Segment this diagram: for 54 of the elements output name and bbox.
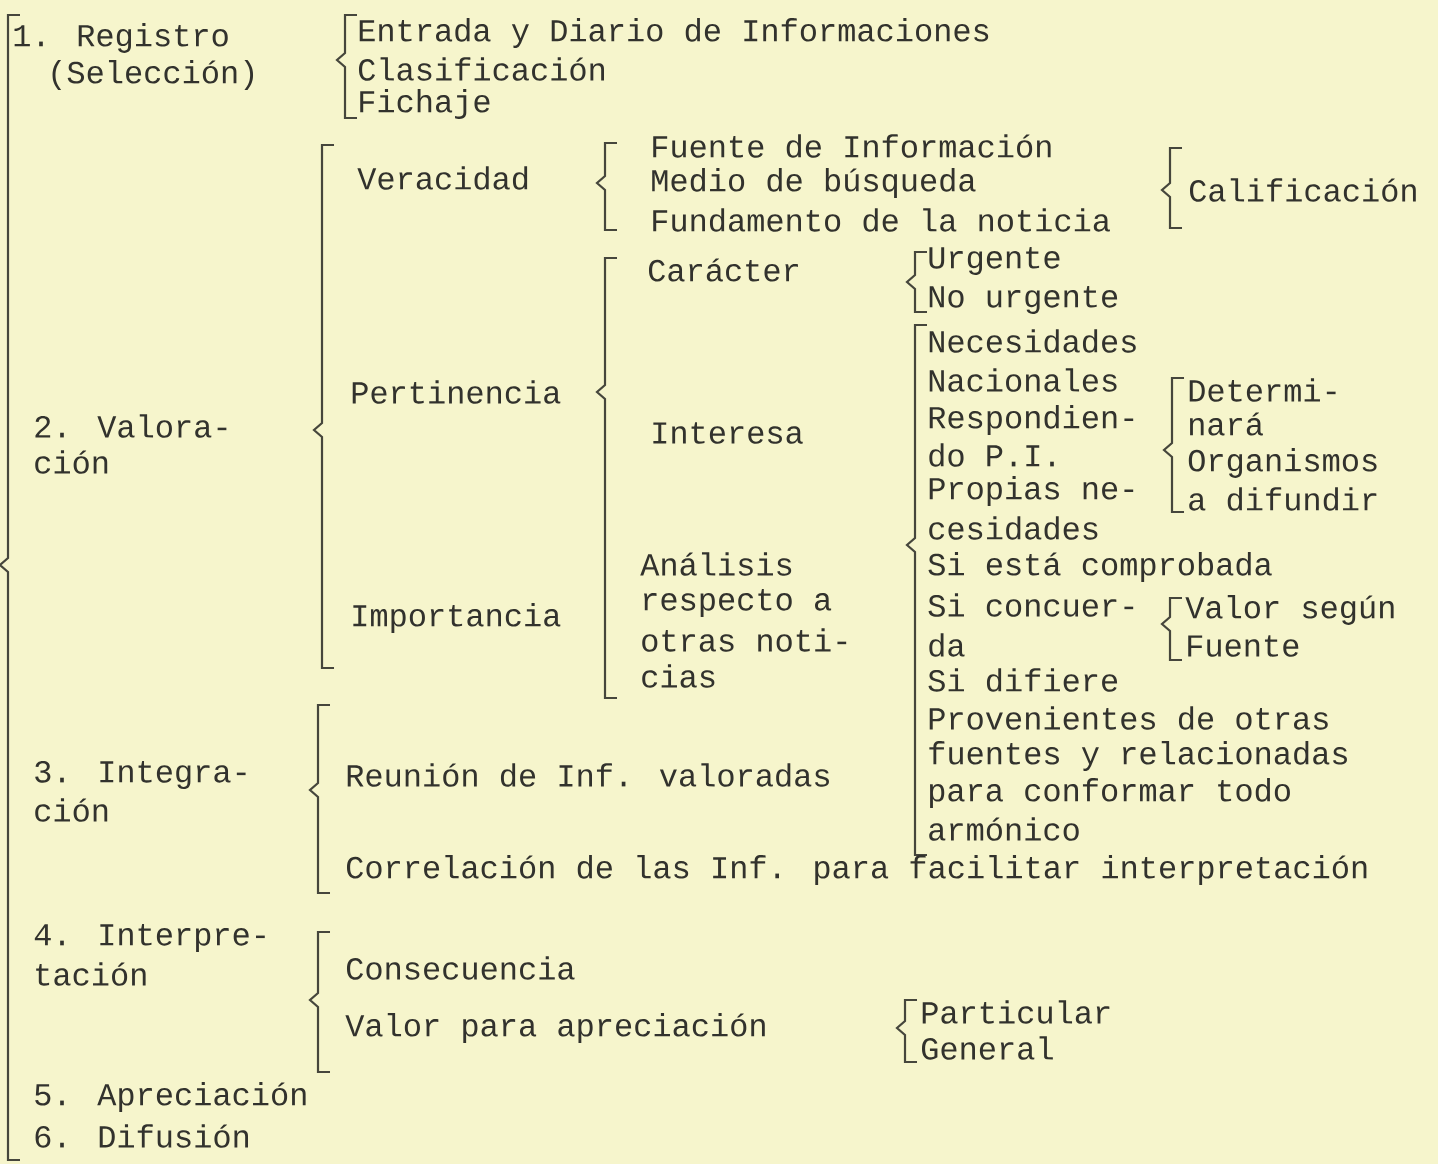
label-text: Particular xyxy=(922,1000,1110,1024)
label-text: cias xyxy=(642,664,715,688)
label-text: Consecuencia xyxy=(347,956,575,980)
label-text: 1. Registro xyxy=(14,23,228,53)
label-text: Si difiere xyxy=(928,668,1118,692)
label-text: Urgente xyxy=(929,247,1060,275)
label-text: cesidades xyxy=(929,516,1098,540)
label-text: Importancia xyxy=(353,603,561,633)
label-text: Determi- xyxy=(1189,378,1336,402)
label-text: da xyxy=(929,633,965,657)
label-text: a difundir xyxy=(1189,487,1377,511)
label-text: General xyxy=(922,1036,1053,1060)
label-text: Valor según xyxy=(1185,595,1394,625)
label-text: Si concuer- xyxy=(928,593,1134,617)
label-text: Provenientes de otras xyxy=(929,706,1328,730)
label-text: 6. Difusión xyxy=(35,1124,248,1148)
label-text: Organismos xyxy=(1188,448,1377,478)
label-text: 4. Interpre- xyxy=(34,924,265,952)
label-text: nará xyxy=(1190,412,1263,436)
label-text: armónico xyxy=(929,817,1079,841)
label-text: 2. Valora- xyxy=(35,414,227,438)
label-text: Análisis xyxy=(640,552,792,576)
label-text: Carácter xyxy=(649,258,798,282)
label-text: Veracidad xyxy=(357,166,528,190)
label-text: Pertinencia xyxy=(352,380,561,404)
label-text: fuentes y relacionadas xyxy=(929,741,1347,771)
label-text: 5. Apreciación xyxy=(35,1082,306,1112)
label-text: Valor para apreciación xyxy=(345,1013,765,1043)
label-text: do P.I. xyxy=(929,443,1054,467)
label-text: 3. Integra- xyxy=(35,760,246,789)
label-text: Nacionales xyxy=(929,368,1117,392)
label-text: Necesidades xyxy=(929,329,1136,353)
label-text: Correlación de las Inf. para facilitar interpretación xyxy=(347,855,1367,885)
label-text: No urgente xyxy=(929,286,1118,314)
label-text: Medio de búsqueda xyxy=(652,168,976,198)
label-text: Reunión de Inf. valoradas xyxy=(347,763,829,787)
label-text: Fundamento de la noticia xyxy=(653,208,1110,232)
label-text: Propias ne- xyxy=(929,476,1134,506)
label-text: Clasificación xyxy=(359,57,604,81)
label-text: respecto a xyxy=(644,589,832,617)
label-text: Entrada y Diario de Informaciones xyxy=(359,18,989,48)
label-text: ción xyxy=(35,450,108,474)
label-text: Interesa xyxy=(653,422,803,444)
label-text: Fuente xyxy=(1188,635,1299,657)
label-text: Calificación xyxy=(1190,178,1416,202)
label-text: tación xyxy=(36,962,146,986)
label-text: Fuente de Información xyxy=(653,134,1051,158)
label-text: ción xyxy=(35,798,108,822)
label-text: Fichaje xyxy=(360,89,490,119)
label-text: Si está comprobada xyxy=(928,552,1272,582)
label-text: Respondien- xyxy=(929,405,1134,435)
label-text: (Selección) xyxy=(52,60,254,90)
label-text: otras noti- xyxy=(642,628,847,652)
label-text: para conformar todo xyxy=(930,778,1290,808)
